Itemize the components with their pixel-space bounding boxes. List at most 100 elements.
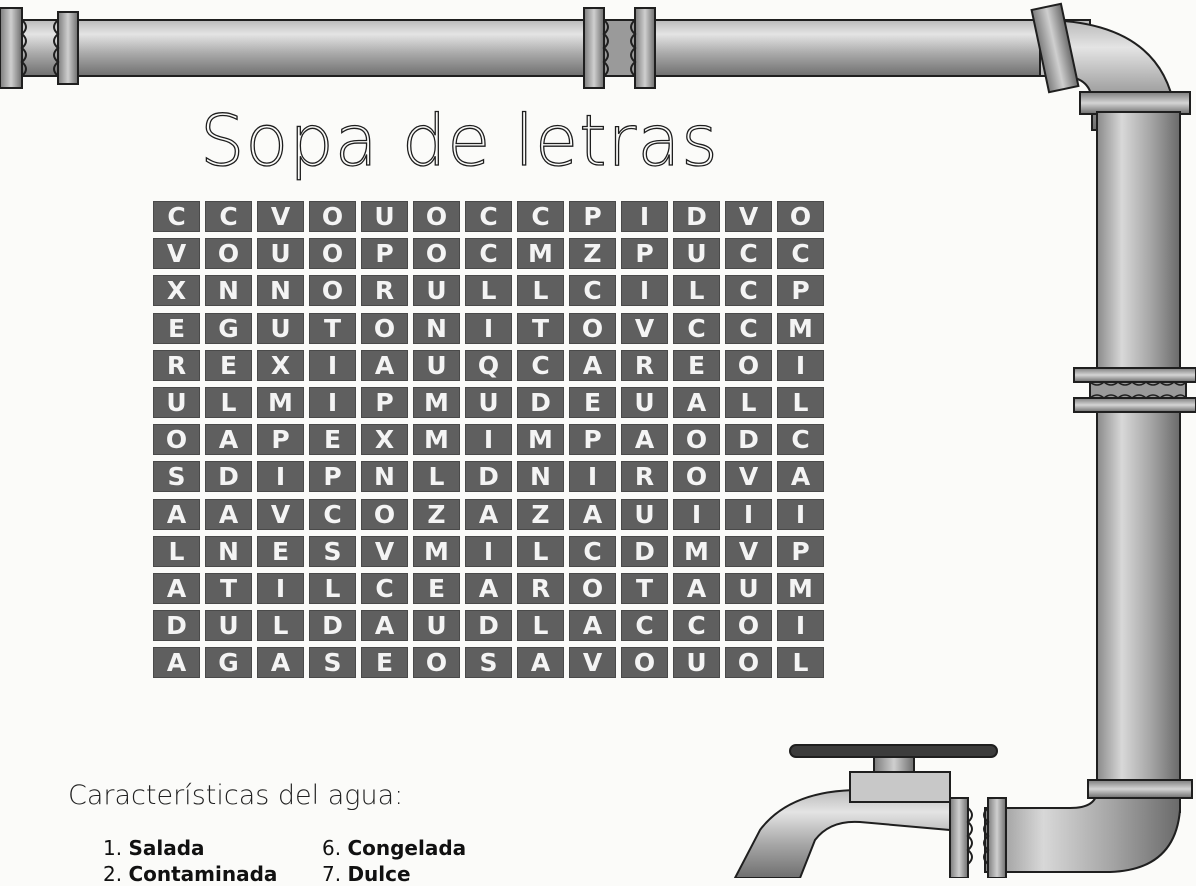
- letter-cell[interactable]: V: [725, 461, 772, 493]
- letter-cell[interactable]: O: [413, 647, 460, 679]
- letter-cell[interactable]: A: [777, 461, 824, 493]
- letter-cell[interactable]: E: [361, 647, 408, 679]
- letter-cell[interactable]: L: [517, 535, 564, 567]
- letter-cell[interactable]: I: [777, 610, 824, 642]
- letter-cell[interactable]: C: [673, 610, 720, 642]
- letter-cell[interactable]: M: [413, 535, 460, 567]
- letter-cell[interactable]: E: [413, 572, 460, 604]
- letter-cell[interactable]: N: [413, 312, 460, 344]
- letter-cell[interactable]: N: [517, 461, 564, 493]
- letter-cell[interactable]: V: [621, 312, 668, 344]
- letter-cell[interactable]: U: [205, 610, 252, 642]
- letter-cell[interactable]: D: [465, 610, 512, 642]
- letter-cell[interactable]: V: [153, 238, 200, 270]
- letter-cell[interactable]: C: [725, 238, 772, 270]
- letter-cell[interactable]: V: [725, 201, 772, 232]
- letter-cell[interactable]: L: [465, 275, 512, 307]
- letter-cell[interactable]: I: [621, 275, 668, 307]
- letter-cell[interactable]: A: [153, 572, 200, 604]
- letter-cell[interactable]: O: [413, 201, 460, 232]
- letter-cell[interactable]: S: [309, 535, 356, 567]
- letter-cell[interactable]: U: [725, 572, 772, 604]
- letter-cell[interactable]: S: [465, 647, 512, 679]
- letter-cell[interactable]: P: [569, 424, 616, 456]
- letter-cell[interactable]: Z: [517, 498, 564, 530]
- letter-cell[interactable]: I: [465, 312, 512, 344]
- letter-cell[interactable]: C: [569, 535, 616, 567]
- letter-cell[interactable]: L: [673, 275, 720, 307]
- letter-cell[interactable]: C: [725, 275, 772, 307]
- letter-cell[interactable]: X: [153, 275, 200, 307]
- letter-cell[interactable]: C: [673, 312, 720, 344]
- letter-cell[interactable]: O: [673, 424, 720, 456]
- letter-cell[interactable]: I: [673, 498, 720, 530]
- letter-cell[interactable]: O: [569, 312, 616, 344]
- letter-cell[interactable]: I: [725, 498, 772, 530]
- letter-cell[interactable]: A: [465, 572, 512, 604]
- letter-cell[interactable]: C: [205, 201, 252, 232]
- letter-cell[interactable]: C: [621, 610, 668, 642]
- letter-cell[interactable]: I: [257, 572, 304, 604]
- letter-cell[interactable]: E: [673, 349, 720, 381]
- letter-cell[interactable]: M: [673, 535, 720, 567]
- letter-cell[interactable]: P: [257, 424, 304, 456]
- letter-cell[interactable]: I: [309, 386, 356, 418]
- letter-cell[interactable]: C: [517, 349, 564, 381]
- letter-cell[interactable]: L: [257, 610, 304, 642]
- letter-cell[interactable]: I: [621, 201, 668, 232]
- letter-cell[interactable]: V: [257, 201, 304, 232]
- letter-cell[interactable]: I: [465, 424, 512, 456]
- letter-cell[interactable]: P: [569, 201, 616, 232]
- letter-cell[interactable]: O: [673, 461, 720, 493]
- letter-cell[interactable]: Z: [569, 238, 616, 270]
- letter-cell[interactable]: L: [517, 610, 564, 642]
- letter-cell[interactable]: I: [569, 461, 616, 493]
- letter-cell[interactable]: V: [361, 535, 408, 567]
- letter-cell[interactable]: R: [621, 349, 668, 381]
- letter-cell[interactable]: O: [725, 610, 772, 642]
- letter-cell[interactable]: C: [725, 312, 772, 344]
- letter-cell[interactable]: P: [621, 238, 668, 270]
- letter-cell[interactable]: A: [153, 647, 200, 679]
- letter-cell[interactable]: A: [569, 610, 616, 642]
- letter-cell[interactable]: A: [569, 349, 616, 381]
- letter-cell[interactable]: C: [777, 424, 824, 456]
- letter-cell[interactable]: E: [569, 386, 616, 418]
- letter-cell[interactable]: C: [465, 201, 512, 232]
- letter-cell[interactable]: U: [257, 238, 304, 270]
- letter-cell[interactable]: I: [257, 461, 304, 493]
- letter-cell[interactable]: O: [361, 498, 408, 530]
- letter-cell[interactable]: R: [621, 461, 668, 493]
- letter-cell[interactable]: A: [621, 424, 668, 456]
- letter-cell[interactable]: I: [777, 498, 824, 530]
- letter-cell[interactable]: R: [361, 275, 408, 307]
- letter-cell[interactable]: U: [465, 386, 512, 418]
- letter-cell[interactable]: R: [517, 572, 564, 604]
- letter-cell[interactable]: Z: [413, 498, 460, 530]
- letter-cell[interactable]: U: [673, 647, 720, 679]
- letter-cell[interactable]: M: [413, 386, 460, 418]
- letter-cell[interactable]: T: [309, 312, 356, 344]
- letter-cell[interactable]: O: [361, 312, 408, 344]
- letter-cell[interactable]: O: [777, 201, 824, 232]
- letter-cell[interactable]: A: [569, 498, 616, 530]
- letter-cell[interactable]: I: [465, 535, 512, 567]
- letter-cell[interactable]: L: [777, 647, 824, 679]
- letter-cell[interactable]: Q: [465, 349, 512, 381]
- letter-cell[interactable]: O: [725, 349, 772, 381]
- letter-cell[interactable]: L: [413, 461, 460, 493]
- letter-cell[interactable]: A: [153, 498, 200, 530]
- letter-cell[interactable]: O: [621, 647, 668, 679]
- letter-cell[interactable]: A: [517, 647, 564, 679]
- letter-cell[interactable]: U: [621, 498, 668, 530]
- letter-cell[interactable]: S: [309, 647, 356, 679]
- letter-cell[interactable]: E: [309, 424, 356, 456]
- letter-cell[interactable]: P: [777, 275, 824, 307]
- letter-cell[interactable]: I: [777, 349, 824, 381]
- letter-cell[interactable]: M: [777, 572, 824, 604]
- letter-cell[interactable]: M: [517, 424, 564, 456]
- letter-cell[interactable]: C: [569, 275, 616, 307]
- letter-cell[interactable]: U: [361, 201, 408, 232]
- letter-cell[interactable]: E: [205, 349, 252, 381]
- letter-cell[interactable]: V: [569, 647, 616, 679]
